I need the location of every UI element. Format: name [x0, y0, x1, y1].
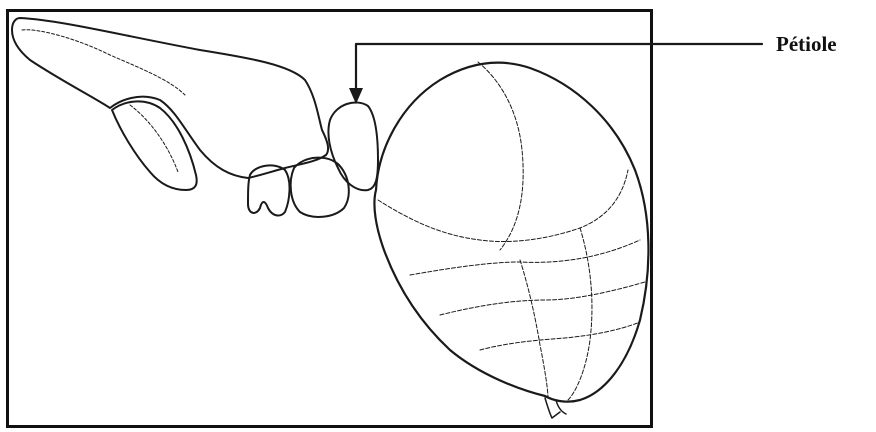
callout-leader-line	[356, 44, 762, 96]
gaster-outline	[374, 63, 648, 402]
gaster-segment-line	[520, 260, 548, 398]
thorax-outline	[12, 18, 328, 178]
thorax-inner-line	[22, 30, 185, 95]
gaster-segment-line	[478, 62, 523, 250]
gaster-segment-line	[568, 228, 592, 400]
coxa-outline	[112, 101, 197, 190]
coxa-inner-line	[130, 105, 178, 172]
petiole-label: Pétiole	[776, 32, 837, 57]
petiole-node	[328, 102, 378, 190]
gaster-segment-line	[410, 240, 640, 275]
postpetiole-node	[291, 158, 349, 217]
callout-arrowhead	[349, 88, 363, 104]
gaster-segment-line	[440, 282, 645, 315]
gaster-segment-line	[480, 322, 640, 350]
gaster-segment-line	[378, 170, 628, 242]
